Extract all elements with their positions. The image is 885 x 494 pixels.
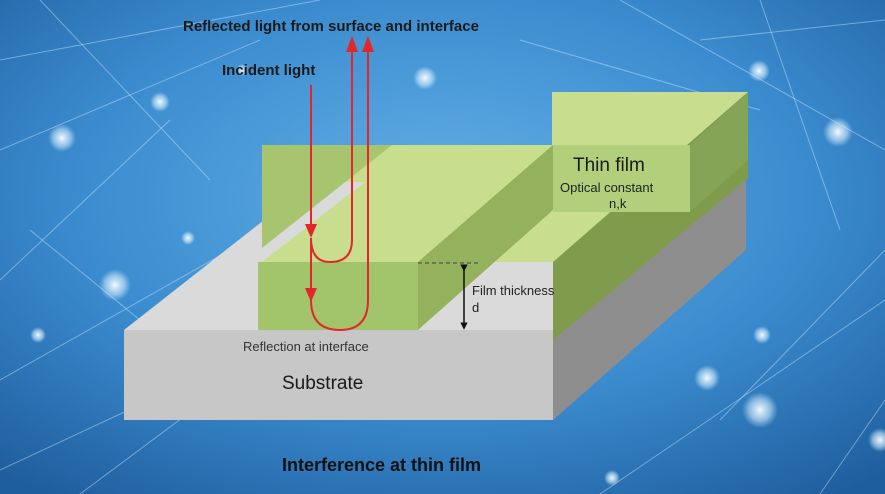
- nk-label: n,k: [609, 196, 627, 211]
- thin-film-block: [258, 92, 748, 340]
- incident-arrowhead-2: [305, 288, 317, 302]
- diagram-title: Interference at thin film: [282, 455, 481, 475]
- reflection-interface-label: Reflection at interface: [243, 339, 369, 354]
- substrate-label: Substrate: [282, 373, 363, 394]
- optical-constant-label: Optical constant: [560, 180, 654, 195]
- substrate-side-face: [553, 160, 746, 420]
- film-thickness-label: Film thickness: [472, 283, 555, 298]
- film-front-face: [258, 262, 418, 330]
- film-top-face: [262, 92, 748, 262]
- reflected-arrowhead-1: [346, 36, 358, 52]
- film-panel-side: [690, 92, 748, 212]
- surface-reflection-loop: [310, 50, 353, 264]
- substrate-front-face: [124, 330, 553, 420]
- film-label-panel: [553, 145, 690, 212]
- interface-reflection-loop: [310, 50, 369, 332]
- incident-arrowhead-1: [305, 224, 317, 238]
- reflected-light-label: Reflected light from surface and interfa…: [183, 18, 479, 35]
- film-inner-wall: [262, 145, 392, 248]
- film-step-wall: [418, 145, 553, 330]
- glowing-dots-decoration: [30, 60, 885, 486]
- thin-film-label: Thin film: [573, 155, 645, 176]
- thickness-symbol-label: d: [472, 300, 479, 315]
- reflected-arrowhead-2: [362, 36, 374, 52]
- light-rays: [305, 36, 374, 332]
- incident-light-label: Incident light: [222, 62, 315, 79]
